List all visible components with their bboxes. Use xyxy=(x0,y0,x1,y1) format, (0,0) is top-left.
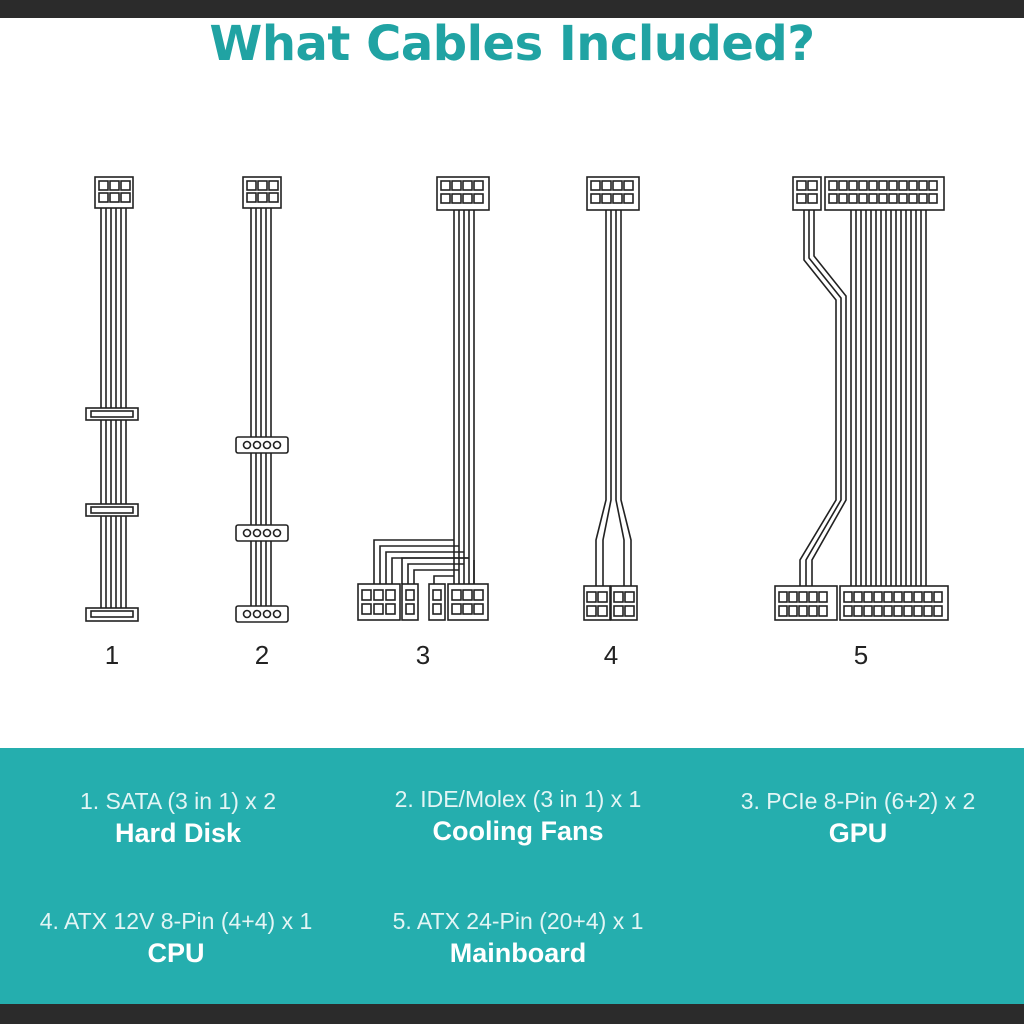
cable-spec-label: 3. PCIe 8-Pin (6+2) x 2 xyxy=(740,788,976,814)
cable-use-label: Mainboard xyxy=(449,938,587,968)
cable-spec-item-pcie: 3. PCIe 8-Pin (6+2) x 2 GPU xyxy=(693,786,1023,850)
page-title: What Cables Included? xyxy=(209,16,815,72)
cable-number-5: 5 xyxy=(853,640,869,670)
mainboard-cable-illustration xyxy=(774,176,949,621)
cable-spec-item-sata: 1. SATA (3 in 1) x 2 Hard Disk xyxy=(13,786,343,850)
cable-use-label: Hard Disk xyxy=(114,818,242,848)
top-frame-bar xyxy=(0,0,1024,18)
cable-use-label: Cooling Fans xyxy=(432,816,604,846)
cpu-cable-illustration xyxy=(583,176,640,621)
bottom-frame-bar xyxy=(0,1004,1024,1024)
molex-cable-illustration xyxy=(235,176,289,623)
sata-cable-illustration xyxy=(85,176,139,622)
cable-specs-panel: 1. SATA (3 in 1) x 2 Hard Disk 2. IDE/Mo… xyxy=(0,748,1024,1004)
cable-number-2: 2 xyxy=(254,640,270,670)
cable-use-label: CPU xyxy=(147,938,205,968)
cable-spec-item-molex: 2. IDE/Molex (3 in 1) x 1 Cooling Fans xyxy=(353,784,683,848)
cable-spec-item-mainboard: 5. ATX 24-Pin (20+4) x 1 Mainboard xyxy=(353,906,683,970)
cable-use-label: GPU xyxy=(828,818,888,848)
cable-number-4: 4 xyxy=(603,640,619,670)
cable-spec-label: 5. ATX 24-Pin (20+4) x 1 xyxy=(392,908,644,934)
cable-spec-label: 2. IDE/Molex (3 in 1) x 1 xyxy=(394,786,642,812)
cable-spec-item-cpu: 4. ATX 12V 8-Pin (4+4) x 1 CPU xyxy=(11,906,341,970)
cable-number-1: 1 xyxy=(104,640,120,670)
cable-spec-label: 1. SATA (3 in 1) x 2 xyxy=(79,788,276,814)
cable-number-3: 3 xyxy=(415,640,431,670)
pcie-cable-illustration xyxy=(357,176,490,621)
cables-diagram xyxy=(85,176,949,623)
cable-spec-label: 4. ATX 12V 8-Pin (4+4) x 1 xyxy=(39,908,313,934)
